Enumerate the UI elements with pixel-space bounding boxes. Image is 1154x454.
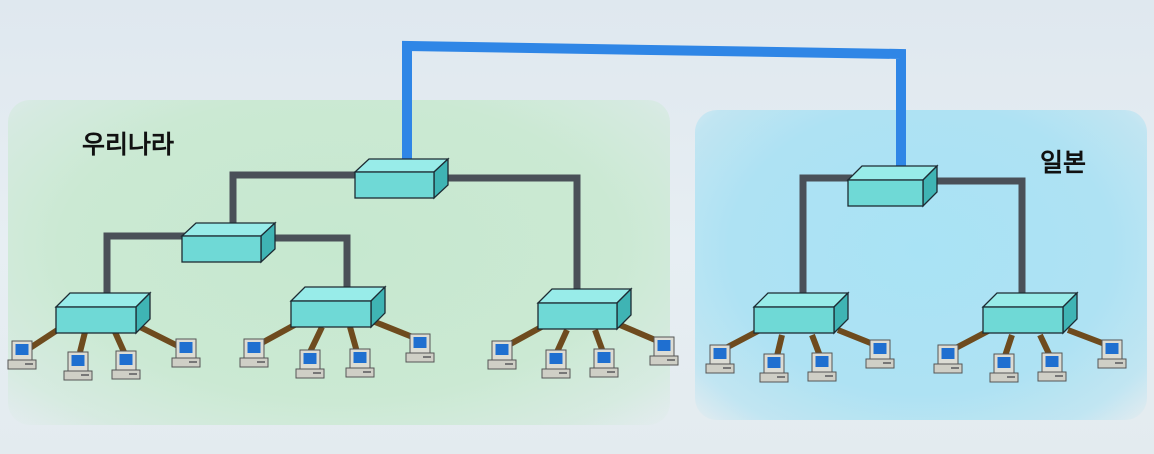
desktop-computer-icon [405,333,435,363]
desktop-computer-icon [989,353,1019,383]
japan-region-label: 일본 [1040,148,1087,177]
desktop-computer-icon [239,338,269,368]
desktop-computer-icon [807,352,837,382]
desktop-computer-icon [111,350,141,380]
desktop-computer-icon [589,348,619,378]
desktop-computer-icon [933,344,963,374]
network-switch-icon [752,291,850,335]
desktop-computer-icon [1097,339,1127,369]
desktop-computer-icon [649,336,679,366]
desktop-computer-icon [487,340,517,370]
network-switch-icon [353,157,450,200]
network-switch-icon [54,291,152,335]
desktop-computer-icon [345,348,375,378]
japan-lan-links [799,174,1026,302]
korea-lan-links [103,171,581,302]
desktop-computer-icon [1037,352,1067,382]
desktop-computer-icon [759,353,789,383]
desktop-computer-icon [705,344,735,374]
network-switch-icon [846,164,939,208]
wan-link [402,40,906,172]
desktop-computer-icon [865,339,895,369]
korea-region-label: 우리나라 [82,130,175,159]
desktop-computer-icon [7,340,37,370]
desktop-computer-icon [171,338,201,368]
desktop-computer-icon [295,349,325,379]
switches [54,157,1079,335]
desktop-computer-icon [541,349,571,379]
desktop-computer-icon [63,351,93,381]
network-switch-icon [981,291,1079,335]
computers [7,333,1127,383]
network-switch-icon [180,221,277,264]
network-switch-icon [289,285,387,329]
network-switch-icon [536,287,633,331]
